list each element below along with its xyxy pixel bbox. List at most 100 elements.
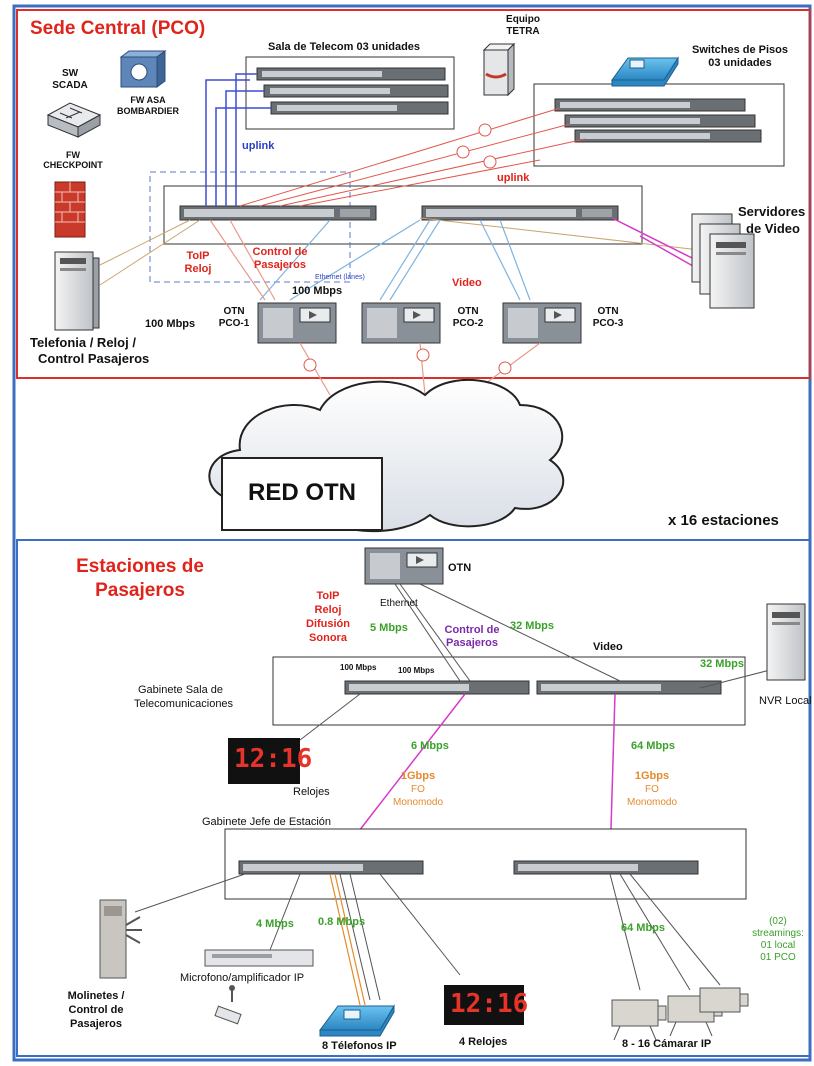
sala-telecom-switches	[256, 67, 449, 115]
relojes-clock-display	[228, 738, 300, 784]
otn-pco-1-label-2: PCO-1	[218, 318, 250, 329]
stations-title-line1: Estaciones de	[76, 556, 204, 577]
servidores-label-1: Servidores	[738, 204, 806, 219]
telefonia-label-2: Control Pasajeros	[38, 351, 150, 366]
station-32mbps-right-label: 32 Mbps	[700, 658, 745, 670]
streaming-label-3: 01 local	[760, 940, 796, 951]
toip-label-1: ToIP	[186, 250, 210, 262]
salmon-links	[209, 219, 276, 301]
mbps-100-top-label: 100 Mbps	[292, 285, 343, 297]
blue-uplinks	[205, 73, 271, 206]
gabinete-sala-switch-2	[536, 680, 722, 695]
fiber-circles-top	[456, 123, 497, 169]
station-64mbps-bottom-label: 64 Mbps	[621, 922, 666, 934]
gabinete-sala-label-1: Gabinete Sala de	[138, 684, 224, 696]
camaras-label: 8 - 16 Cámarar IP	[622, 1038, 712, 1050]
station-otn-label: OTN	[448, 562, 472, 574]
station-4mbps-label: 4 Mbps	[256, 918, 294, 930]
tan-links	[99, 217, 701, 286]
streaming-label-2: streamings:	[752, 928, 804, 939]
station-5mbps-label: 5 Mbps	[370, 622, 408, 634]
otn-pco-3-label-2: PCO-3	[592, 318, 624, 329]
streaming-label-1: (02)	[769, 916, 787, 927]
station-64mbps-top-label: 64 Mbps	[631, 740, 676, 752]
otn-pco-2-label-1: OTN	[457, 306, 479, 317]
gabinete-sala-label-2: Telecomunicaciones	[134, 698, 234, 710]
fo-left-label-3: Monomodo	[392, 797, 444, 808]
pco-section-title: Sede Central (PCO)	[30, 18, 206, 39]
sw-scada-label-2: SCADA	[52, 80, 88, 91]
video-servers-icon	[691, 213, 755, 309]
sw-scada-icon	[46, 102, 102, 138]
molinetes-label-3: Pasajeros	[70, 1018, 122, 1030]
lightblue-links	[259, 219, 531, 301]
gabinete-jefe-label: Gabinete Jefe de Estación	[202, 816, 332, 828]
station-6mbps-label: 6 Mbps	[411, 740, 449, 752]
fo-left-label-2: FO	[411, 784, 425, 795]
red-uplinks	[239, 107, 586, 207]
jefe-links	[134, 873, 721, 1001]
station-08mbps-label: 0.8 Mbps	[318, 916, 366, 928]
switches-pisos-label-1: Switches de Pisos	[692, 44, 788, 56]
fo-right-label-1: 1Gbps	[634, 770, 670, 782]
red-otn-label-box	[221, 457, 383, 531]
relojes-label: Relojes	[293, 786, 330, 798]
pink-links	[611, 217, 701, 271]
molinetes-label-2: Control de	[68, 1004, 124, 1016]
station-ethernet-label: Ethernet	[380, 598, 418, 609]
core-switch-2	[421, 205, 619, 221]
station-control-label-1: Control de	[444, 624, 500, 636]
station-toip-label-4: Sonora	[309, 632, 347, 644]
relojes-clock-digits: 12:16	[234, 744, 313, 774]
uplink-blue-label: uplink	[242, 140, 275, 152]
stations-count-label: x 16 estaciones	[668, 512, 779, 529]
microfono-label: Microfono/amplificador IP	[180, 972, 305, 984]
fo-left-label-1: 1Gbps	[400, 770, 436, 782]
servidores-label-2: de Video	[746, 221, 800, 236]
amplifier-icon	[204, 949, 314, 967]
fw-checkpoint-label-2: CHECKPOINT	[43, 160, 103, 170]
otn-pco-1-device	[257, 302, 337, 344]
station-toip-label-2: Reloj	[314, 604, 342, 616]
station-otn-device	[364, 547, 444, 585]
fo-right-label-2: FO	[645, 784, 659, 795]
control-pasajeros-label-2: Pasajeros	[254, 259, 306, 271]
equipo-tetra-label-1: Equipo	[506, 14, 540, 25]
stations-title-line2: Pasajeros	[95, 580, 185, 601]
turnstile-icon	[99, 899, 142, 979]
mbps-100-left-label: 100 Mbps	[145, 318, 196, 330]
fw-asa-icon	[119, 50, 167, 88]
gabinete-sala-switch-1	[344, 680, 530, 695]
relojes4-label: 4 Relojes	[459, 1036, 508, 1048]
ethernet-lanes-label: Ethernet (lanes)	[315, 274, 365, 281]
station-100mbps-a-label: 100 Mbps	[340, 663, 377, 672]
telefonos-label: 8 Télefonos IP	[322, 1040, 397, 1052]
otn-pco-3-device	[502, 302, 582, 344]
fw-asa-label-1: FW ASA	[130, 95, 166, 105]
fw-checkpoint-label-1: FW	[66, 150, 80, 160]
otn-pco-1-label-1: OTN	[223, 306, 245, 317]
toip-label-2: Reloj	[184, 263, 212, 275]
switches-pisos-stack	[554, 98, 762, 143]
nvr-label: NVR Local	[759, 695, 811, 707]
station-control-label-2: Pasajeros	[446, 637, 498, 649]
four-clocks-digits: 12:16	[450, 989, 529, 1019]
sala-telecom-label: Sala de Telecom 03 unidades	[268, 41, 421, 53]
station-toip-label-1: ToIP	[316, 590, 340, 602]
tetra-equipment-icon	[482, 42, 516, 97]
outer-frame	[12, 4, 812, 1062]
orange-phone-links	[329, 873, 366, 1006]
fw-checkpoint-icon	[54, 181, 86, 238]
molinetes-label-1: Molinetes /	[67, 990, 125, 1002]
core-switch-1	[179, 205, 377, 221]
station-32mbps-top-label: 32 Mbps	[510, 620, 555, 632]
switches-pisos-label-2: 03 unidades	[708, 57, 772, 69]
station-toip-label-3: Difusión	[306, 618, 350, 630]
telefonia-server-icon	[54, 251, 100, 331]
control-pasajeros-label-1: Control de	[252, 246, 308, 258]
gabinete-jefe-switch-2	[513, 860, 699, 875]
video-pco-label: Video	[452, 277, 482, 289]
uplink-red-label: uplink	[497, 172, 530, 184]
streaming-label-4: 01 PCO	[760, 952, 796, 963]
